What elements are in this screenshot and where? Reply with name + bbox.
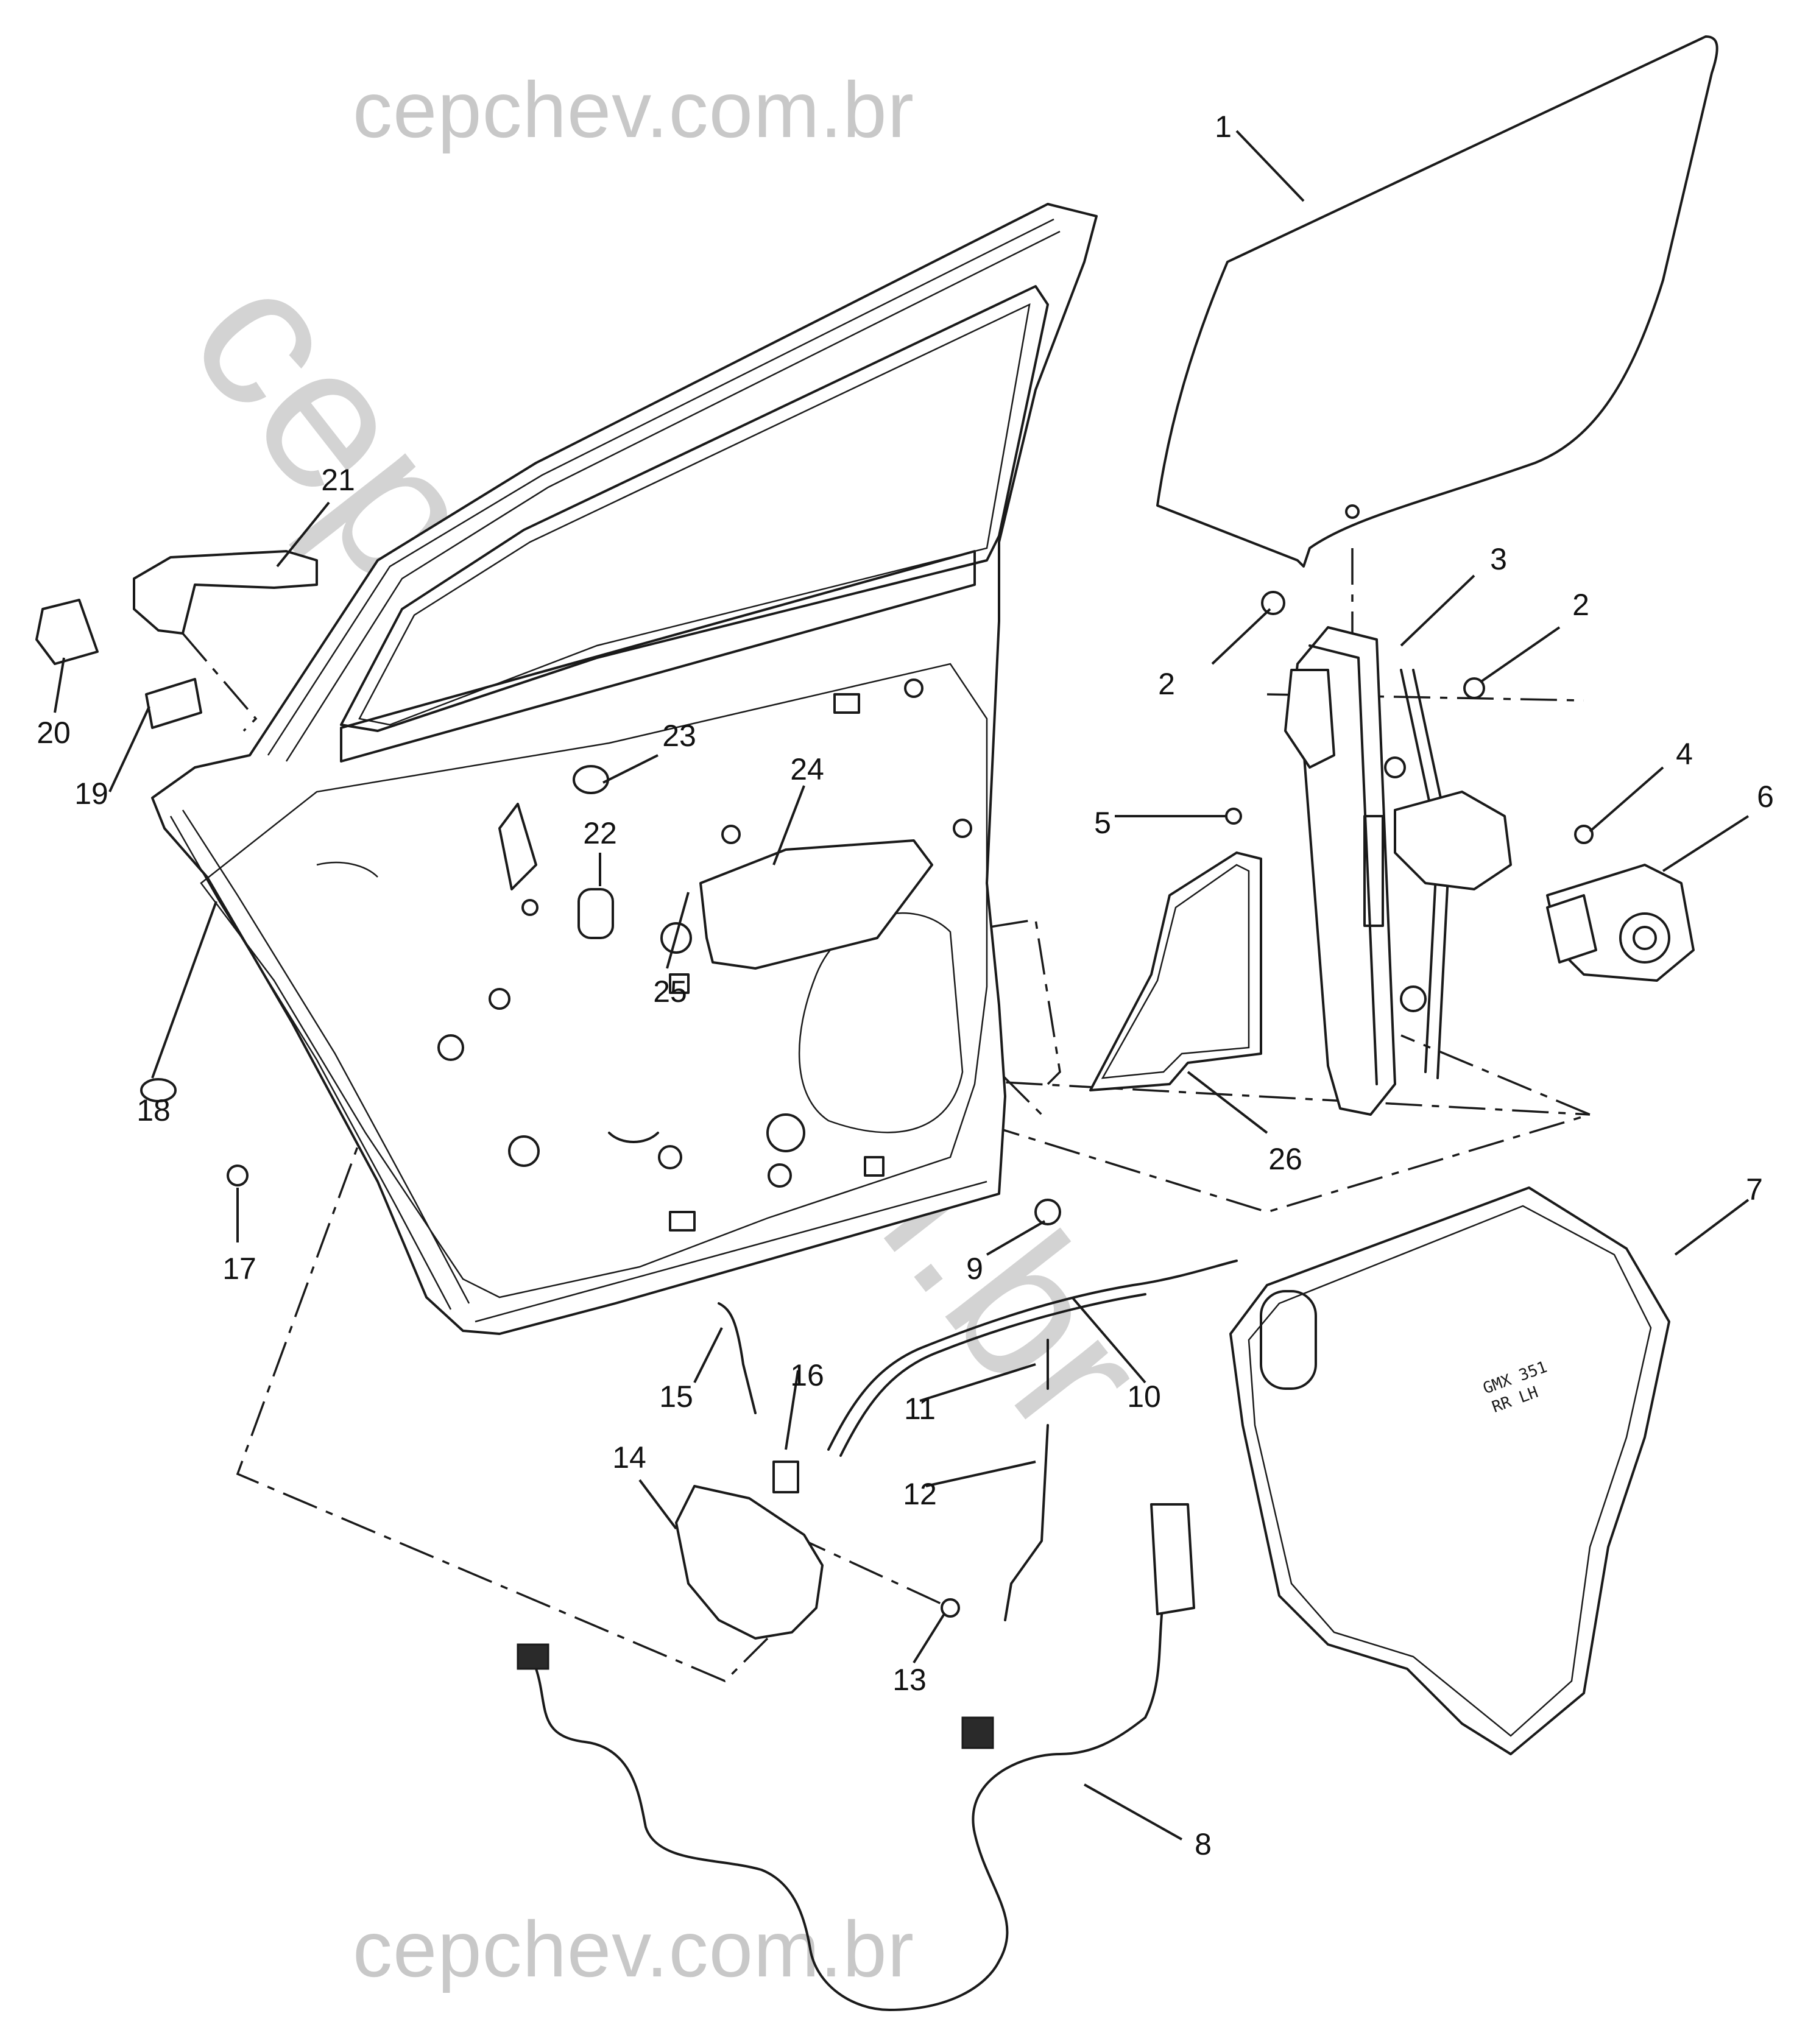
callout-4: 4	[1676, 737, 1693, 771]
door-inner-panel	[151, 203, 1098, 1335]
callout-23: 23	[662, 719, 696, 753]
glass-hole	[1345, 504, 1360, 519]
lock-rod	[1004, 1339, 1049, 1621]
window-motor	[1546, 864, 1695, 982]
callout-3: 3	[1490, 542, 1507, 576]
watermark-top: cepchev.com.br	[353, 65, 914, 154]
door-latch	[675, 1485, 824, 1640]
watermark-bottom: cepchev.com.br	[353, 1905, 914, 1993]
callout-8: 8	[1195, 1827, 1212, 1861]
callout-2-right: 2	[1572, 588, 1589, 622]
callout-1: 1	[1215, 110, 1232, 144]
callout-20: 20	[37, 716, 71, 750]
callout-26: 26	[1268, 1142, 1302, 1176]
callout-12: 12	[903, 1477, 937, 1511]
callout-21: 21	[321, 463, 355, 497]
callout-25: 25	[653, 974, 687, 1009]
callout-labels: 1 2 2 3 4 5 6 7 8 9 10 11 12 13 14 15 16…	[37, 110, 1774, 1861]
callout-22: 22	[583, 816, 617, 850]
water-deflector-large: GMX 351 RR LH	[1229, 1186, 1670, 1755]
window-glass	[1156, 35, 1718, 568]
wiring-harness	[535, 1509, 1171, 2011]
callout-6: 6	[1757, 780, 1774, 814]
callout-14: 14	[612, 1440, 646, 1475]
handle-cable	[827, 1260, 1238, 1451]
callout-24: 24	[790, 752, 824, 786]
callout-15: 15	[659, 1380, 693, 1414]
callout-2-left: 2	[1158, 667, 1175, 701]
callout-18: 18	[136, 1093, 171, 1127]
callout-13: 13	[892, 1663, 927, 1697]
release-rod	[718, 1302, 757, 1414]
callout-11: 11	[904, 1392, 936, 1426]
callout-16: 16	[790, 1358, 824, 1392]
callout-7: 7	[1746, 1172, 1763, 1207]
leader-lines	[54, 130, 1750, 1841]
outside-handle	[35, 550, 318, 729]
inside-handle	[699, 839, 933, 970]
callout-9: 9	[966, 1252, 983, 1286]
callout-17: 17	[222, 1252, 256, 1286]
window-regulator	[1284, 626, 1512, 1116]
callout-19: 19	[74, 777, 108, 811]
callout-5: 5	[1094, 806, 1111, 840]
water-deflector-small	[1089, 851, 1262, 1091]
fasteners	[140, 591, 1594, 1618]
callout-10: 10	[1127, 1380, 1161, 1414]
